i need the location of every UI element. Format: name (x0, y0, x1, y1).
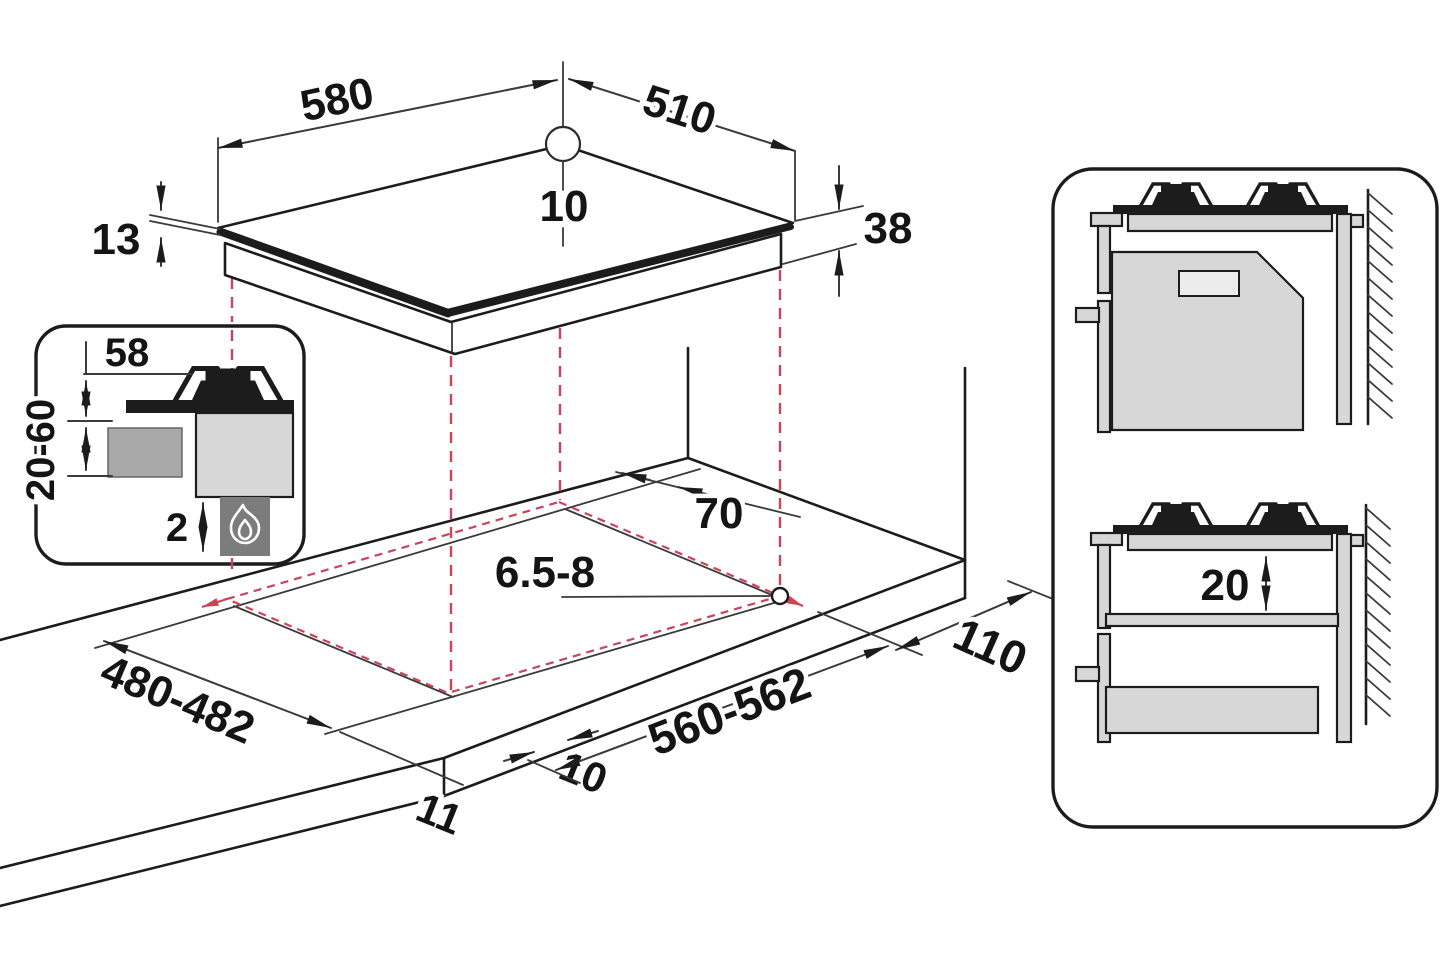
glass-section (126, 400, 294, 413)
dimension-body-height: 38 (782, 165, 917, 297)
worktop-section (107, 427, 183, 478)
dimension-rear-clearance: 70 (615, 471, 801, 543)
hob-glass-side (1113, 205, 1348, 214)
side-overhang-label: 11 (410, 783, 469, 843)
cutout-depth-label: 480-482 (94, 646, 262, 754)
flame-icon (229, 503, 261, 545)
worktop-back-right-edge (686, 456, 967, 562)
dimension-cutout-depth: 480-482 (89, 640, 332, 758)
wall-hatching (1366, 188, 1393, 426)
hob-body-side (1126, 212, 1334, 233)
worktop-front-left-edge (0, 756, 446, 870)
hob-body-side (1126, 532, 1334, 552)
gas-hole-circle (770, 586, 790, 606)
gas-connection-box (220, 497, 270, 556)
dimension-gas-hole: 6.5-8 (490, 544, 771, 602)
body-height-label: 38 (864, 204, 913, 253)
glass-thickness-label: 13 (92, 215, 141, 264)
cabinet-side (1096, 543, 1112, 630)
hob-body (223, 232, 783, 356)
burner-height-label: 58 (105, 331, 150, 375)
cabinet-side (1096, 224, 1112, 295)
shelf-clearance-label: 20 (1201, 561, 1250, 610)
top-side-view (1074, 182, 1393, 434)
rear-clearance-label: 70 (695, 489, 744, 538)
worktop-thickness-edge (0, 794, 446, 908)
glass-edge-band (216, 228, 452, 318)
gas-pipe-stub (1074, 306, 1101, 324)
gas-pipe-stub (1074, 665, 1101, 683)
dimension-hob-width: 580 (217, 64, 558, 223)
oven-vent (1178, 270, 1240, 297)
cabinet-side (1096, 299, 1112, 434)
burner-detail-inset: 58 20-60 2 (15, 324, 306, 576)
shelf (1104, 612, 1340, 628)
worktop-back-left-edge (0, 456, 690, 642)
hole-marker-circle (544, 125, 582, 163)
gas-hole-label: 6.5-8 (495, 548, 595, 597)
wall-hatching (1364, 503, 1391, 726)
projection-lines (230, 270, 782, 692)
drawer (1104, 685, 1320, 735)
cabinet-side (1335, 212, 1353, 426)
cabinet-side (1335, 532, 1353, 744)
side-clearance-label: 110 (946, 608, 1035, 686)
hob-body-section (194, 411, 295, 499)
dimension-side-overhang: 11 (339, 731, 473, 848)
under-clearance-label: 20-60 (19, 399, 63, 501)
hob-depth-label: 510 (637, 76, 722, 145)
bottom-side-view: 20 (1074, 502, 1391, 744)
dimension-side-clearance: 110 (817, 580, 1064, 690)
glass-edge-band (445, 224, 794, 317)
hob-width-label: 580 (296, 68, 378, 131)
dimension-hob-depth: 510 (568, 71, 796, 221)
hob-glass-top (216, 143, 795, 312)
hob-glass-side (1113, 525, 1348, 534)
hole-offset-label: 10 (540, 182, 589, 231)
bottom-gap-label: 2 (166, 506, 188, 550)
side-view-panel: 20 (1051, 167, 1439, 829)
dimension-glass-thickness: 13 (87, 181, 221, 269)
oven-under-hob (1110, 250, 1305, 432)
cutout-outline (94, 468, 785, 735)
